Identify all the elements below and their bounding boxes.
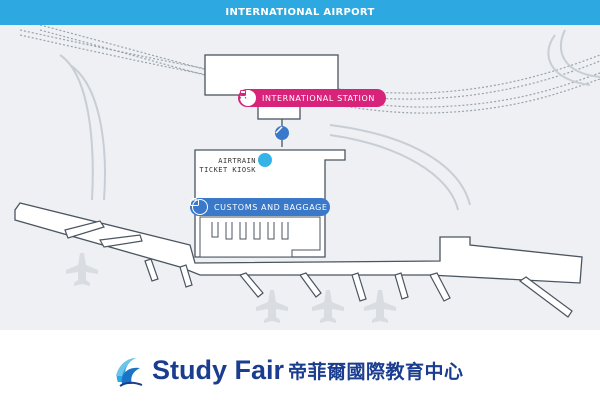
study-fair-logo	[116, 358, 143, 387]
pencil-icon[interactable]	[275, 126, 289, 140]
map-title: INTERNATIONAL AIRPORT	[225, 7, 375, 18]
roads	[59, 29, 600, 211]
footer	[0, 330, 600, 410]
map-header: INTERNATIONAL AIRPORT	[0, 0, 600, 25]
station-building	[204, 54, 339, 96]
brand-name: Study Fair	[152, 354, 285, 385]
suitcase-icon	[190, 198, 208, 215]
location-dot-icon[interactable]	[258, 153, 272, 167]
airport-map: INTERNATIONAL STATION AIRTRAIN TICKET KI…	[0, 25, 600, 330]
gates	[64, 220, 573, 318]
international-station-label[interactable]: INTERNATIONAL STATION	[238, 89, 386, 107]
airtrain-kiosk-label: AIRTRAIN TICKET KIOSK	[199, 157, 256, 174]
airplane-icon	[66, 253, 396, 323]
train-icon	[239, 90, 256, 106]
map-drawing	[14, 25, 600, 323]
brand: Study Fair 帝菲爾國際教育中心	[112, 350, 464, 390]
baggage-carousels	[211, 222, 289, 240]
brand-subtitle: 帝菲爾國際教育中心	[288, 360, 464, 383]
customs-baggage-label[interactable]: CUSTOMS AND BAGGAGE	[190, 198, 330, 216]
